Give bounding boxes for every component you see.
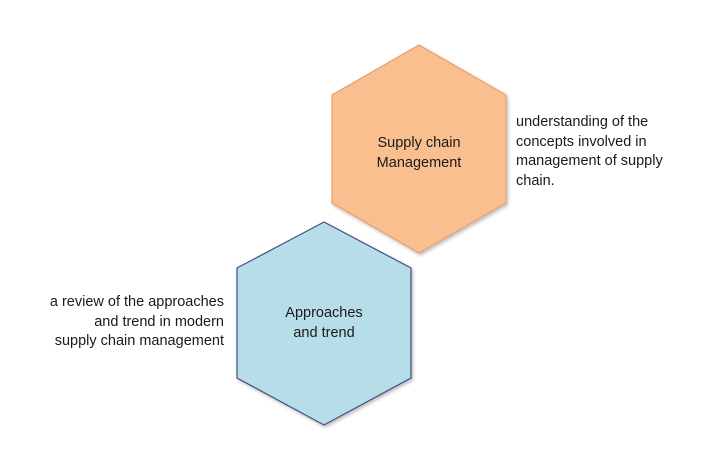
node-description-approaches-and-trend: a review of the approaches and trend in … <box>49 294 224 349</box>
node-label-approaches-and-trend: Approaches and trend <box>285 305 363 341</box>
hexagon-approaches-and-trend <box>236 221 412 426</box>
hexagon-supply-chain-management <box>331 44 507 254</box>
node-description-supply-chain-management: understanding of the concepts involved i… <box>516 114 663 189</box>
node-label-supply-chain-management: Supply chain Management <box>376 135 462 171</box>
